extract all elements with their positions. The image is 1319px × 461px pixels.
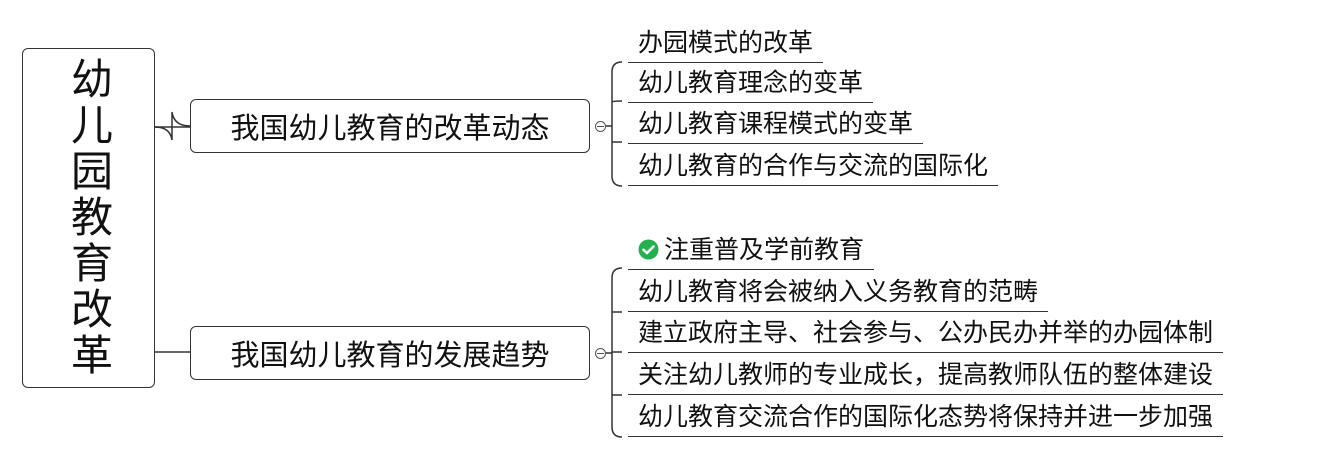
leaf-node[interactable]: 幼儿教育理念的变革 <box>628 63 874 103</box>
check-circle-icon <box>638 239 659 260</box>
leaf-node[interactable]: 幼儿教育的合作与交流的国际化 <box>628 146 999 186</box>
leaf-node[interactable]: 注重普及学前教育 <box>628 230 875 270</box>
branch-node-label: 我国幼儿教育的发展趋势 <box>230 338 550 372</box>
branch-node-reform-dynamics[interactable]: 我国幼儿教育的改革动态 <box>190 99 590 153</box>
leaf-node-label: 幼儿教育将会被纳入义务教育的范畴 <box>638 276 1039 306</box>
collapse-toggle-icon[interactable] <box>595 121 606 132</box>
root-node[interactable]: 幼儿园教育改革 <box>22 48 155 388</box>
leaf-node[interactable]: 幼儿教育交流合作的国际化态势将保持并进一步加强 <box>628 397 1224 437</box>
leaf-node[interactable]: 建立政府主导、社会参与、公办民办并举的办园体制 <box>628 313 1224 353</box>
leaf-node-label: 办园模式的改革 <box>638 27 814 57</box>
leaf-node-label: 建立政府主导、社会参与、公办民办并举的办园体制 <box>638 317 1214 347</box>
leaf-node[interactable]: 关注幼儿教师的专业成长，提高教师队伍的整体建设 <box>628 355 1224 395</box>
branch-node-label: 我国幼儿教育的改革动态 <box>230 111 550 145</box>
leaf-node-label: 关注幼儿教师的专业成长，提高教师队伍的整体建设 <box>638 359 1214 389</box>
collapse-toggle-icon[interactable] <box>595 348 606 359</box>
leaf-node[interactable]: 幼儿教育将会被纳入义务教育的范畴 <box>628 272 1049 312</box>
leaf-node[interactable]: 办园模式的改革 <box>628 23 824 63</box>
leaf-node-label: 幼儿教育的合作与交流的国际化 <box>638 150 989 180</box>
root-node-label: 幼儿园教育改革 <box>64 57 114 379</box>
leaf-node-label: 幼儿教育交流合作的国际化态势将保持并进一步加强 <box>638 401 1214 431</box>
leaf-node[interactable]: 幼儿教育课程模式的变革 <box>628 104 924 144</box>
branch-node-development-trends[interactable]: 我国幼儿教育的发展趋势 <box>190 326 590 380</box>
leaf-node-label: 幼儿教育理念的变革 <box>638 67 864 97</box>
leaf-node-label: 注重普及学前教育 <box>664 234 865 264</box>
leaf-node-label: 幼儿教育课程模式的变革 <box>638 108 914 138</box>
